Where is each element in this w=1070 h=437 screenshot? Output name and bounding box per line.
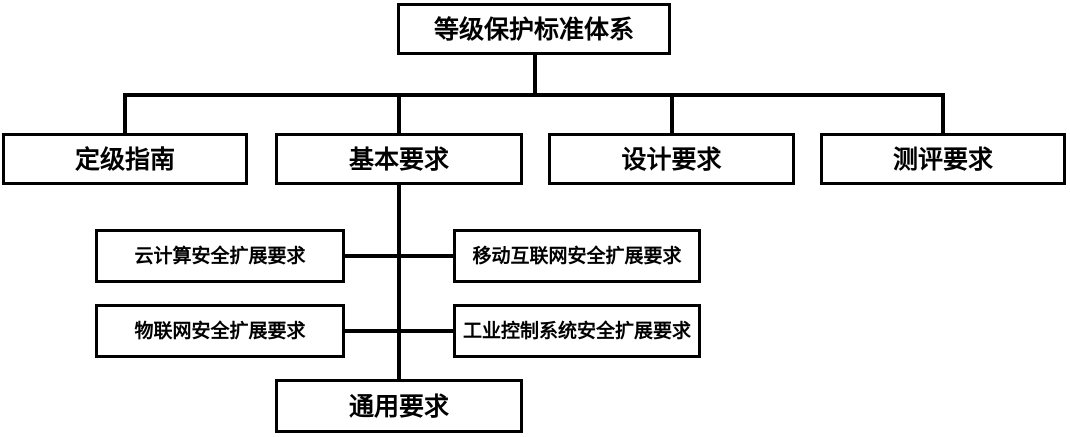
node-industrial-control-extension[interactable]: 工业控制系统安全扩展要求 [453, 304, 701, 358]
node-root-standard-system[interactable]: 等级保护标准体系 [397, 3, 671, 55]
node-sheji-yaoqiu[interactable]: 设计要求 [548, 133, 795, 185]
connector-branch-row1 [343, 254, 455, 258]
node-ceping-yaoqiu[interactable]: 测评要求 [820, 133, 1066, 185]
connector-drop-jiben [397, 93, 401, 133]
node-dingji-zhinan[interactable]: 定级指南 [2, 133, 248, 185]
connector-drop-ceping [941, 93, 945, 133]
connector-drop-sheji [670, 93, 674, 133]
node-iot-extension[interactable]: 物联网安全扩展要求 [95, 304, 345, 358]
connector-jiben-trunk [397, 185, 401, 381]
node-tongyong-yaoqiu[interactable]: 通用要求 [275, 379, 523, 433]
connector-root-stem [533, 52, 537, 97]
node-jiben-yaoqiu[interactable]: 基本要求 [275, 133, 523, 185]
connector-branch-row2 [343, 329, 455, 333]
connector-drop-dingji [123, 93, 127, 133]
node-cloud-computing-extension[interactable]: 云计算安全扩展要求 [95, 229, 345, 283]
node-mobile-internet-extension[interactable]: 移动互联网安全扩展要求 [453, 229, 701, 283]
connector-level2-bus [123, 93, 945, 97]
